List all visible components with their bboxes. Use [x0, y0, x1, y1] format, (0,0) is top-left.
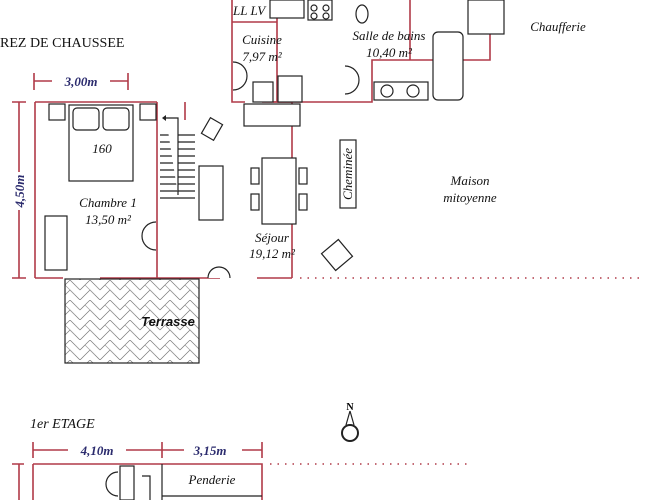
dimension-lines	[12, 73, 129, 279]
living-area: 19,12 m²	[249, 246, 296, 261]
kitchen-fixtures	[243, 0, 333, 127]
neighbor-line1: Maison	[450, 173, 490, 188]
bedroom-furniture	[44, 103, 157, 271]
doors	[141, 61, 360, 279]
ground-floor-title: REZ DE CHAUSSEE	[0, 36, 124, 51]
bedroom-area: 13,50 m²	[85, 212, 132, 227]
laundry-label: LL LV	[232, 3, 267, 18]
compass-label: N	[346, 402, 354, 413]
staircase	[160, 115, 195, 199]
north-compass-icon	[341, 410, 359, 442]
bed-size-label: 160	[92, 141, 112, 156]
neighbor-line2: mitoyenne	[443, 190, 497, 205]
dim-height: 4,50m	[12, 175, 27, 209]
bedroom-name: Chambre 1	[79, 195, 137, 210]
first-floor-walls	[12, 463, 263, 500]
dim-width: 3,00m	[64, 74, 98, 89]
ground-walls	[34, 0, 491, 279]
first-floor-dimensions	[32, 442, 263, 458]
bathroom-name: Salle de bains	[353, 28, 426, 43]
living-name: Séjour	[255, 230, 290, 245]
living-furniture	[198, 116, 357, 272]
dim-a: 4,10m	[80, 443, 114, 458]
first-floor-title: 1er ETAGE	[30, 417, 95, 432]
fireplace-label: Cheminée	[340, 148, 355, 200]
dim-b: 3,15m	[193, 443, 227, 458]
kitchen-area: 7,97 m²	[242, 49, 282, 64]
bathroom-area: 10,40 m²	[366, 45, 413, 60]
bathroom-fixtures	[355, 0, 505, 101]
boiler-room-label: Chaufferie	[530, 19, 586, 34]
wardrobe-label: Penderie	[188, 472, 236, 487]
terrace-label: Terrasse	[141, 314, 195, 329]
terrace	[64, 278, 200, 364]
kitchen-name: Cuisine	[242, 32, 282, 47]
